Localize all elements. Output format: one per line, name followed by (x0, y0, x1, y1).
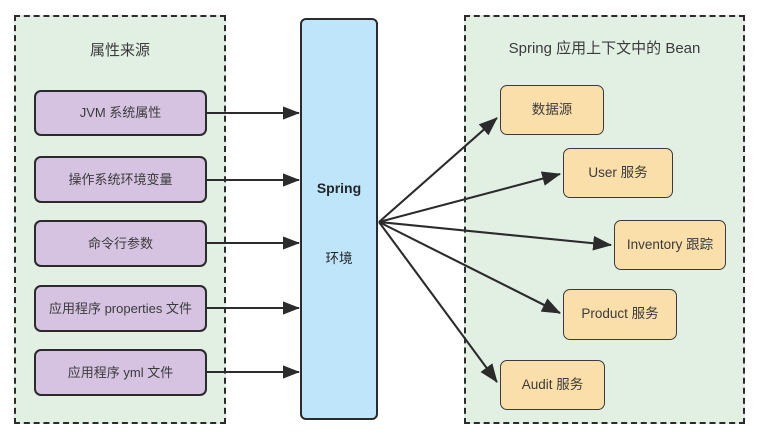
node-spring-environment[interactable]: Spring 环境 (300, 18, 378, 420)
node-application-properties-file[interactable]: 应用程序 properties 文件 (34, 285, 207, 332)
node-jvm-system-properties[interactable]: JVM 系统属性 (34, 90, 207, 136)
node-user-service[interactable]: User 服务 (563, 148, 673, 198)
node-product-service[interactable]: Product 服务 (563, 289, 677, 340)
group-application-context-beans-title: Spring 应用上下文中的 Bean (508, 40, 701, 57)
node-os-environment-variables[interactable]: 操作系统环境变量 (34, 156, 207, 203)
node-label: 命令行参数 (87, 235, 153, 251)
node-label: User 服务 (588, 164, 648, 180)
node-label: Audit 服务 (521, 376, 584, 392)
node-label: Product 服务 (581, 306, 659, 322)
node-data-source[interactable]: 数据源 (500, 85, 604, 135)
node-label: 应用程序 yml 文件 (67, 364, 174, 380)
group-property-sources-title: 属性来源 (89, 42, 150, 59)
node-label: JVM 系统属性 (79, 105, 162, 121)
node-label: 应用程序 properties 文件 (48, 300, 193, 316)
node-label: 数据源 (531, 101, 573, 117)
spring-environment-label-top: Spring (316, 180, 362, 196)
node-inventory-tracking[interactable]: Inventory 跟踪 (614, 220, 726, 270)
node-audit-service[interactable]: Audit 服务 (500, 360, 605, 410)
node-label: 操作系统环境变量 (68, 171, 173, 187)
spring-environment-label-bottom: 环境 (325, 251, 353, 266)
node-label: Inventory 跟踪 (626, 236, 714, 252)
node-application-yml-file[interactable]: 应用程序 yml 文件 (34, 349, 207, 396)
node-command-line-arguments[interactable]: 命令行参数 (34, 220, 207, 267)
